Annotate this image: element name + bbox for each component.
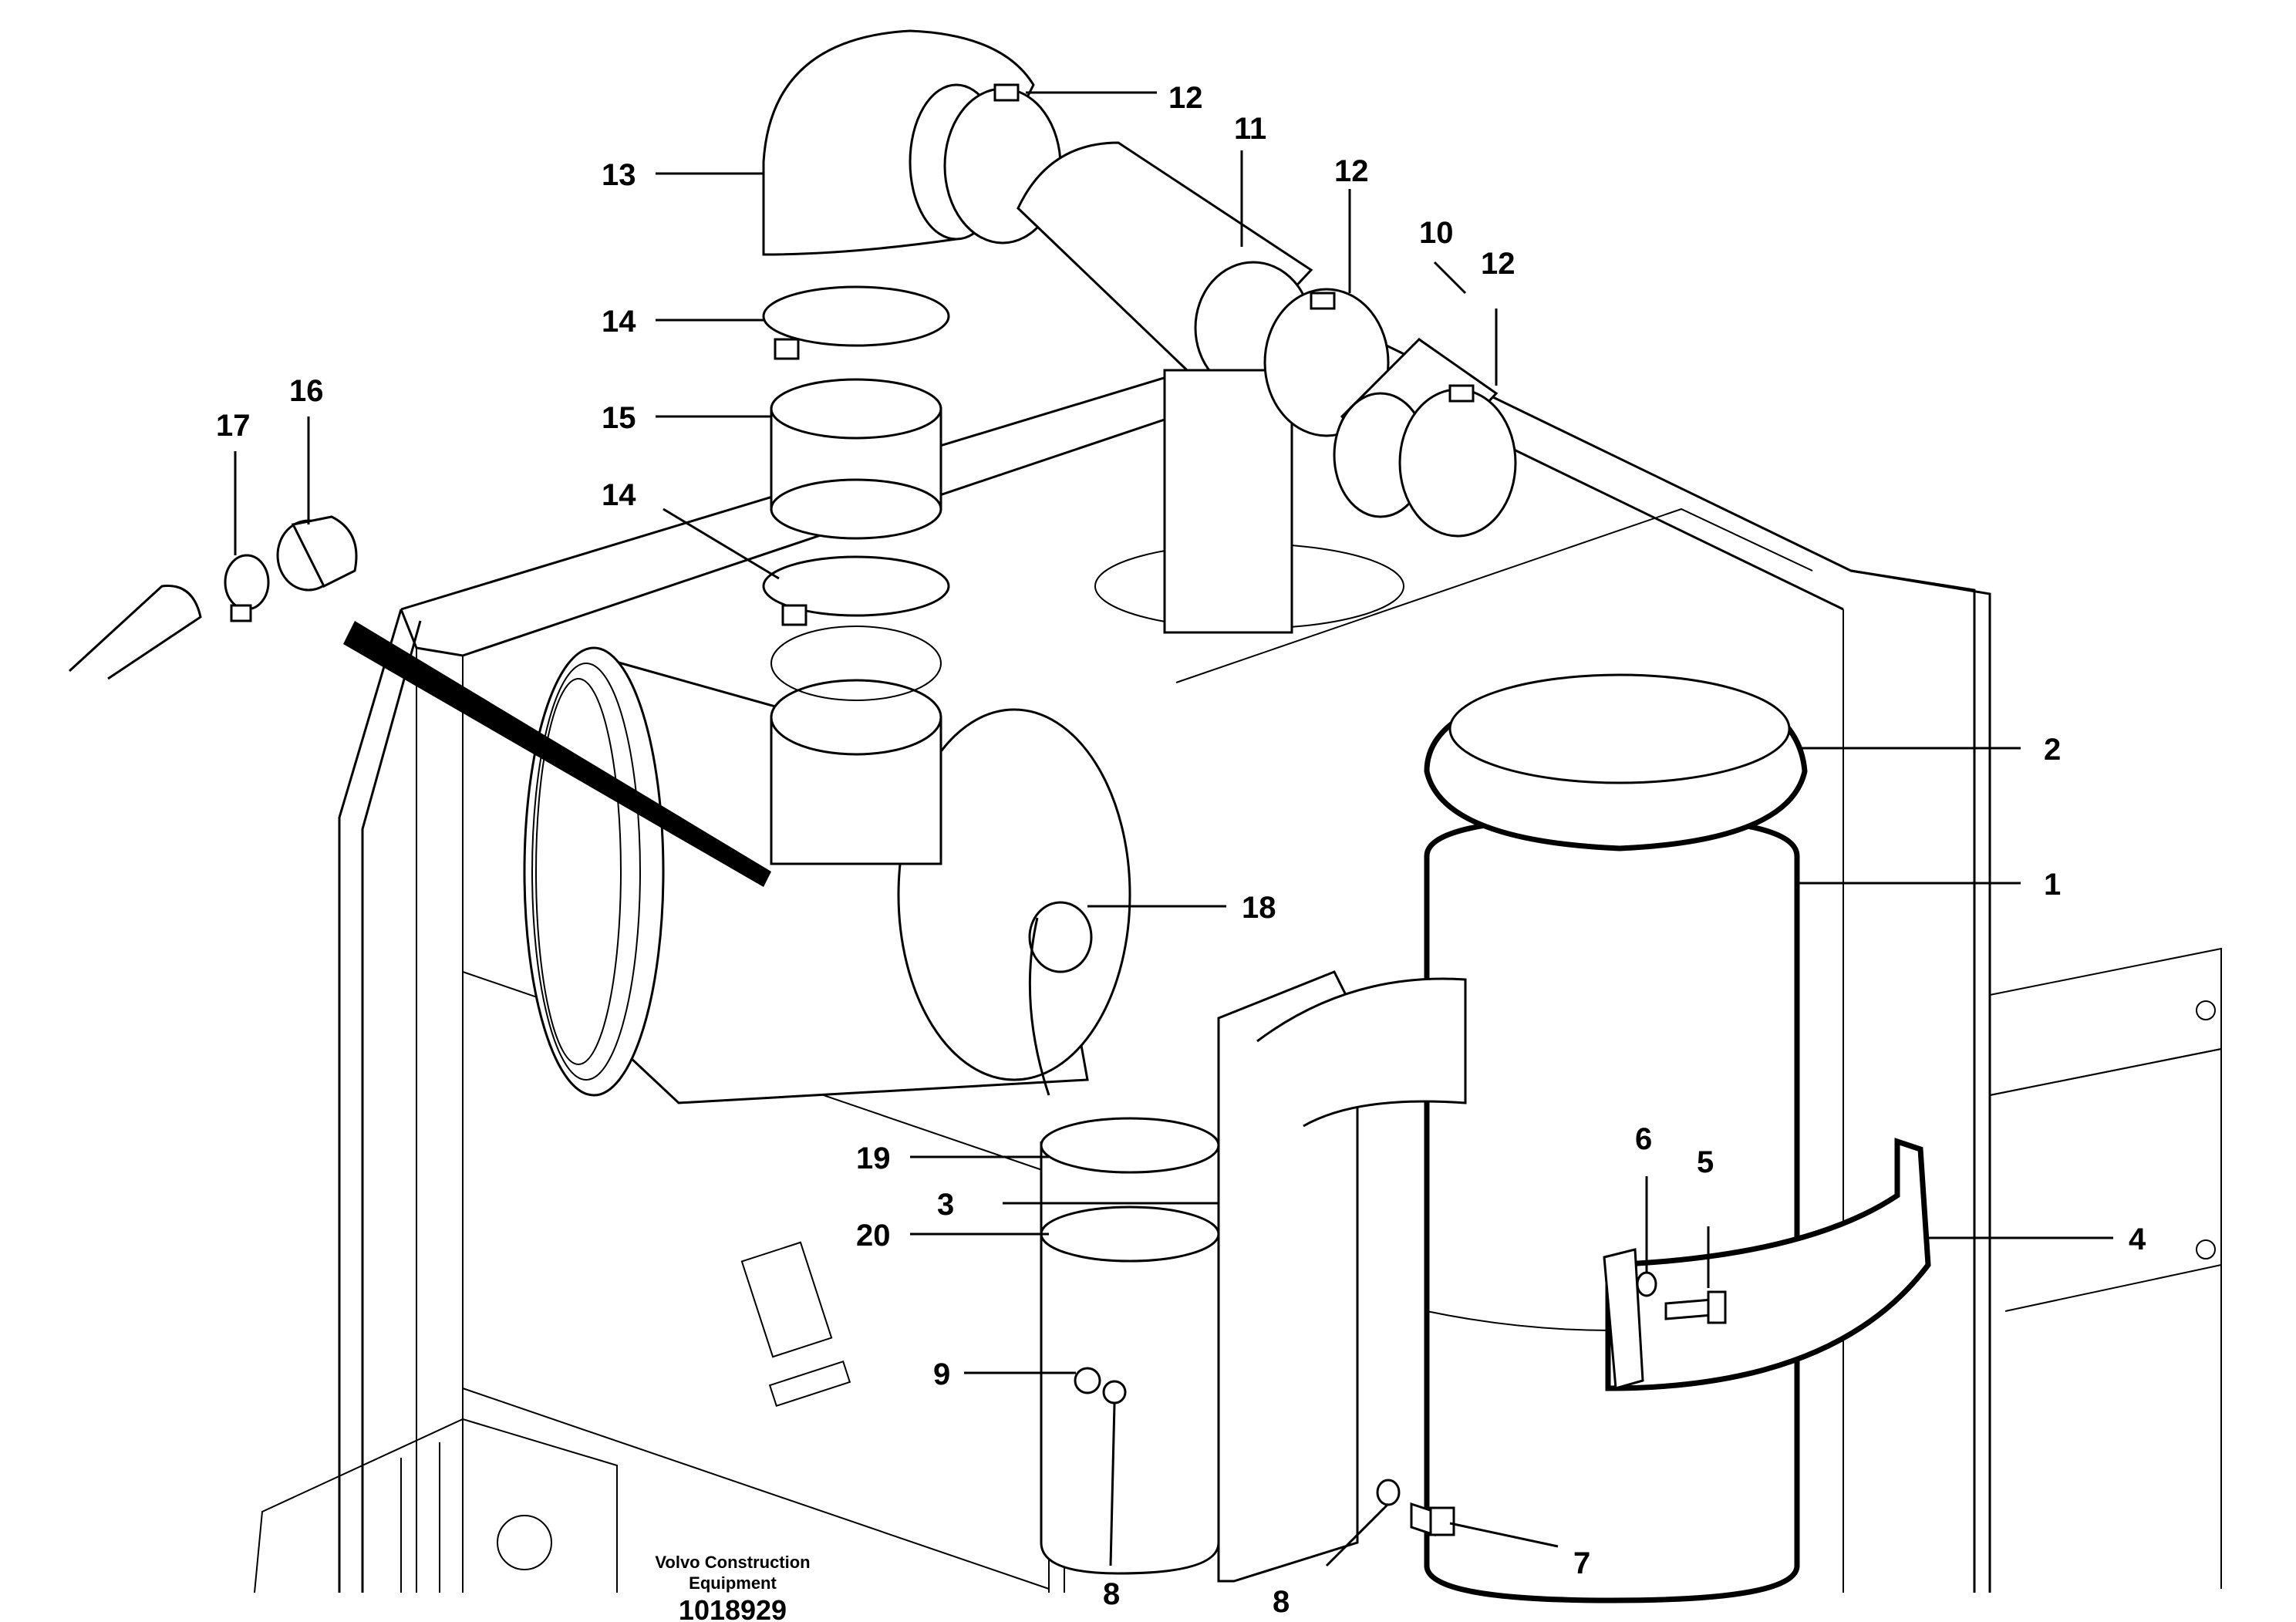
manufacturer-line-1: Volvo Construction bbox=[655, 1553, 810, 1572]
air-filter-cover bbox=[1424, 673, 1808, 851]
callout-16: 16 bbox=[289, 374, 324, 408]
small-hose-clamp bbox=[224, 554, 270, 622]
hose-clamp-20 bbox=[1040, 1206, 1220, 1263]
air-filter-canister bbox=[1424, 814, 1800, 1603]
callout-11: 11 bbox=[1234, 112, 1266, 146]
callout-3: 3 bbox=[937, 1188, 954, 1222]
callout-12a: 12 bbox=[1168, 81, 1203, 115]
callout-8b: 8 bbox=[1273, 1585, 1290, 1619]
intake-tube bbox=[1017, 141, 1313, 634]
callout-13: 13 bbox=[602, 158, 636, 192]
callout-8a: 8 bbox=[1103, 1577, 1120, 1611]
direction-arrow bbox=[343, 621, 771, 887]
precleaner-housing bbox=[523, 626, 1131, 1104]
bottom-left-bracket bbox=[254, 1418, 618, 1593]
hose-clamp-bottom bbox=[762, 555, 950, 626]
callout-20: 20 bbox=[856, 1219, 891, 1253]
callout-1: 1 bbox=[2044, 868, 2061, 902]
hose-clamp-middle bbox=[1263, 288, 1390, 437]
leader-lines bbox=[234, 91, 2113, 1567]
callout-19: 19 bbox=[856, 1141, 891, 1175]
drawing-number: 1018929 bbox=[679, 1594, 787, 1622]
callout-2: 2 bbox=[2044, 733, 2061, 767]
callout-14a: 14 bbox=[602, 305, 636, 339]
bracket-bolt bbox=[1410, 1502, 1455, 1537]
hose-clamp-19 bbox=[1040, 1117, 1220, 1174]
callout-17: 17 bbox=[216, 409, 251, 443]
strap-bolt bbox=[1664, 1290, 1727, 1324]
callout-9: 9 bbox=[933, 1357, 950, 1391]
manufacturer-line-2: Equipment bbox=[689, 1573, 777, 1593]
rubber-bushing bbox=[276, 515, 358, 592]
callout-5: 5 bbox=[1697, 1145, 1714, 1179]
callout-6: 6 bbox=[1635, 1122, 1652, 1156]
rubber-sleeve bbox=[770, 378, 942, 540]
intake-hose-end bbox=[68, 585, 202, 680]
flange-nut bbox=[1074, 1367, 1101, 1394]
callout-12c: 12 bbox=[1481, 247, 1515, 281]
callout-18: 18 bbox=[1242, 891, 1276, 925]
bracket-washer bbox=[1376, 1479, 1401, 1506]
mounting-strap bbox=[1603, 1138, 1931, 1391]
flange-washer bbox=[1102, 1380, 1127, 1404]
strap-washer bbox=[1636, 1271, 1657, 1297]
callout-14b: 14 bbox=[602, 478, 636, 512]
callout-10: 10 bbox=[1419, 216, 1454, 250]
hose-clamp-top bbox=[762, 285, 950, 360]
callouts: 1 2 3 4 5 6 7 8 8 9 10 11 12 12 12 13 14… bbox=[216, 81, 2146, 1619]
callout-12b: 12 bbox=[1334, 154, 1369, 188]
callout-7: 7 bbox=[1573, 1546, 1590, 1580]
callout-15: 15 bbox=[602, 401, 636, 435]
drawing-caption: Volvo Construction Equipment 1018929 bbox=[655, 1553, 810, 1622]
hose-clamp-right bbox=[1398, 384, 1517, 538]
callout-4: 4 bbox=[2129, 1222, 2146, 1256]
indicator-valve bbox=[1028, 901, 1093, 1096]
right-frame-bracket bbox=[1989, 947, 2222, 1589]
mounting-bracket bbox=[1217, 970, 1467, 1583]
